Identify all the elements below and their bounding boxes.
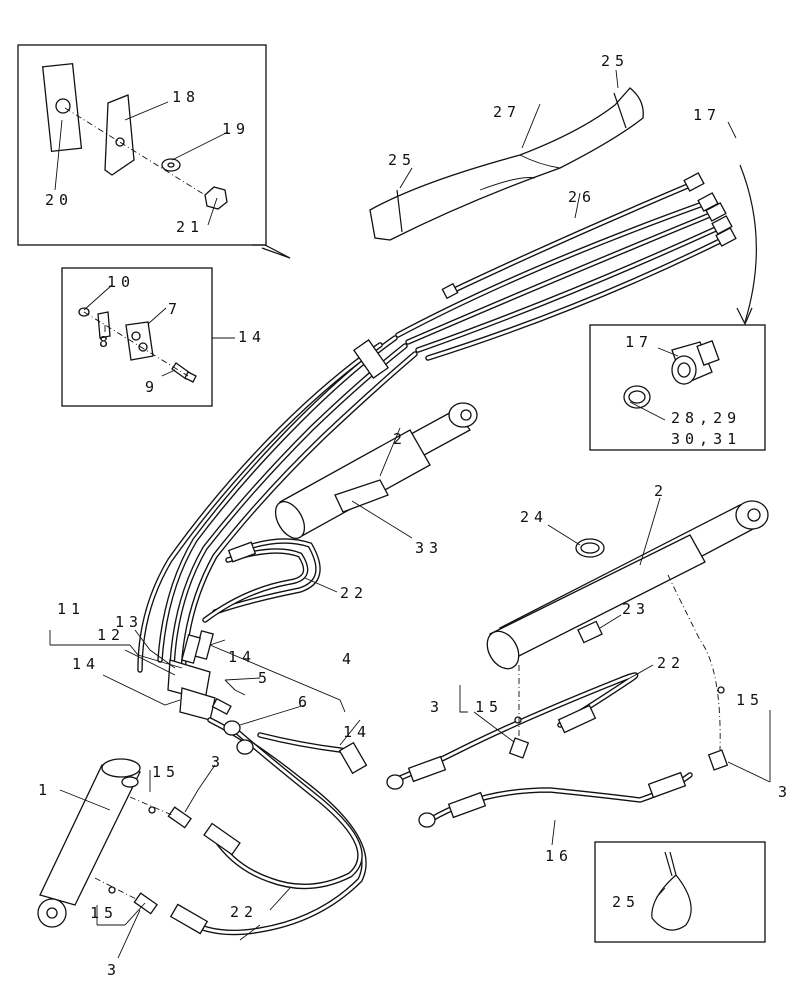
label-7: 7 [168,300,182,318]
label-6: 6 [298,693,312,711]
label-5: 5 [258,669,272,687]
label-17-top: 17 [693,106,721,124]
hose-16 [418,771,693,828]
label-21: 21 [176,218,204,236]
callout-labels: 20 18 19 21 10 7 8 9 14 25 27 25 26 17 1… [38,52,792,979]
label-15-mid: 15 [475,698,503,716]
label-20: 20 [45,191,73,209]
label-3-mid: 3 [430,698,444,716]
label-3-lower-a: 3 [211,753,225,771]
label-19: 19 [222,120,250,138]
label-10: 10 [107,273,135,291]
detail-box-coupler [589,164,766,451]
label-15-lower-a: 15 [152,763,180,781]
label-26: 26 [568,188,596,206]
label-25-left: 25 [388,151,416,169]
label-25-detail: 25 [612,893,640,911]
detail-box-strap [594,841,766,943]
label-22-bottom: 22 [230,903,258,921]
fittings-small [94,574,729,915]
label-23: 23 [622,600,650,618]
label-18: 18 [172,88,200,106]
label-22-middle: 22 [340,584,368,602]
cylinder-right [486,500,769,670]
label-30-31: 30,31 [671,430,741,448]
label-1: 1 [38,781,52,799]
hose-bundle [137,172,737,679]
label-9: 9 [145,378,159,396]
label-12: 12 [97,626,125,644]
label-28-29: 28,29 [671,409,741,427]
label-8: 8 [99,333,113,351]
label-2-upper: 2 [393,430,407,448]
label-15-right: 15 [736,691,764,709]
label-14-top: 14 [238,328,266,346]
hose-middle-loop [181,538,321,664]
label-14-right: 14 [343,723,371,741]
protective-sleeve [369,87,644,241]
valve-block [167,659,232,721]
cylinder-upper [274,402,478,539]
label-24: 24 [520,508,548,526]
label-14-left: 14 [72,655,100,673]
label-14-mid: 14 [228,648,256,666]
label-3-right: 3 [778,783,792,801]
hose-bottom-loops [169,717,368,936]
label-27: 27 [493,103,521,121]
label-16: 16 [545,847,573,865]
hose-right-lower [386,672,639,790]
label-3-lower-b: 3 [107,961,121,979]
leader-lines [49,69,771,959]
label-15-lower-b: 15 [90,904,118,922]
cylinder-lower [37,758,141,928]
label-33: 33 [415,539,443,557]
label-17-detail: 17 [625,333,653,351]
label-11: 11 [57,600,85,618]
label-22-right: 22 [657,654,685,672]
label-25-top: 25 [601,52,629,70]
detail-box-clamp [61,267,213,407]
label-13: 13 [115,613,143,631]
label-2-right: 2 [654,482,668,500]
label-4: 4 [342,650,356,668]
